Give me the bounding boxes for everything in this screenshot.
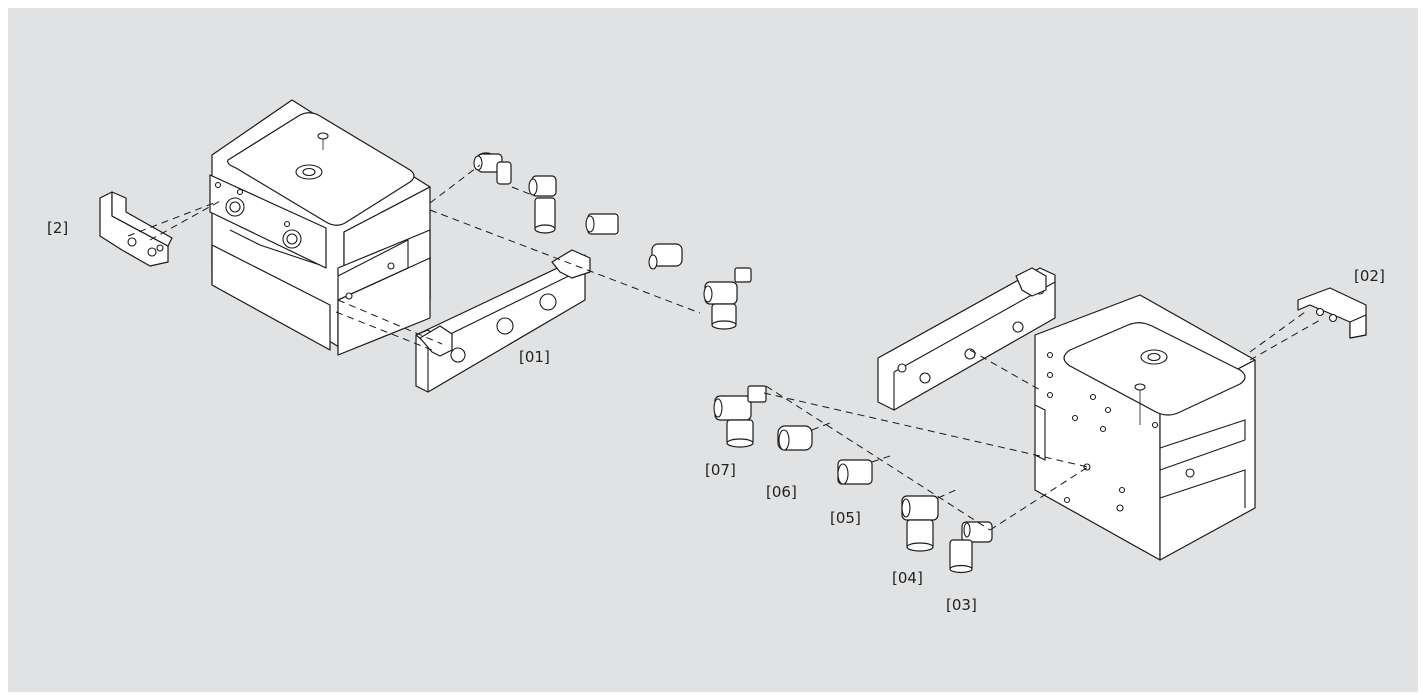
label-part-2: [2] — [47, 219, 69, 237]
left-finger-bracket — [99, 191, 173, 267]
label-part-01: [01] — [519, 348, 550, 366]
right-rail-plate — [877, 267, 1056, 411]
left-fittings — [473, 152, 752, 330]
label-part-05: [05] — [830, 509, 861, 527]
right-gripper-body — [1034, 294, 1256, 561]
right-dashed-leaders — [763, 311, 1321, 531]
label-part-07: [07] — [705, 461, 736, 479]
label-part-03: [03] — [946, 596, 977, 614]
label-part-06: [06] — [766, 483, 797, 501]
label-part-02: [02] — [1354, 267, 1385, 285]
left-gripper-body — [209, 99, 431, 356]
right-finger-bracket — [1297, 287, 1367, 339]
left-dashed-leaders — [127, 164, 701, 351]
left-rail-plate — [415, 249, 591, 393]
label-part-04: [04] — [892, 569, 923, 587]
diagram-panel: [2] [01] [02] [03] [04] [05] [06] [07] — [8, 8, 1418, 692]
exploded-assembly-drawing — [99, 99, 1367, 574]
right-fittings — [713, 385, 993, 574]
